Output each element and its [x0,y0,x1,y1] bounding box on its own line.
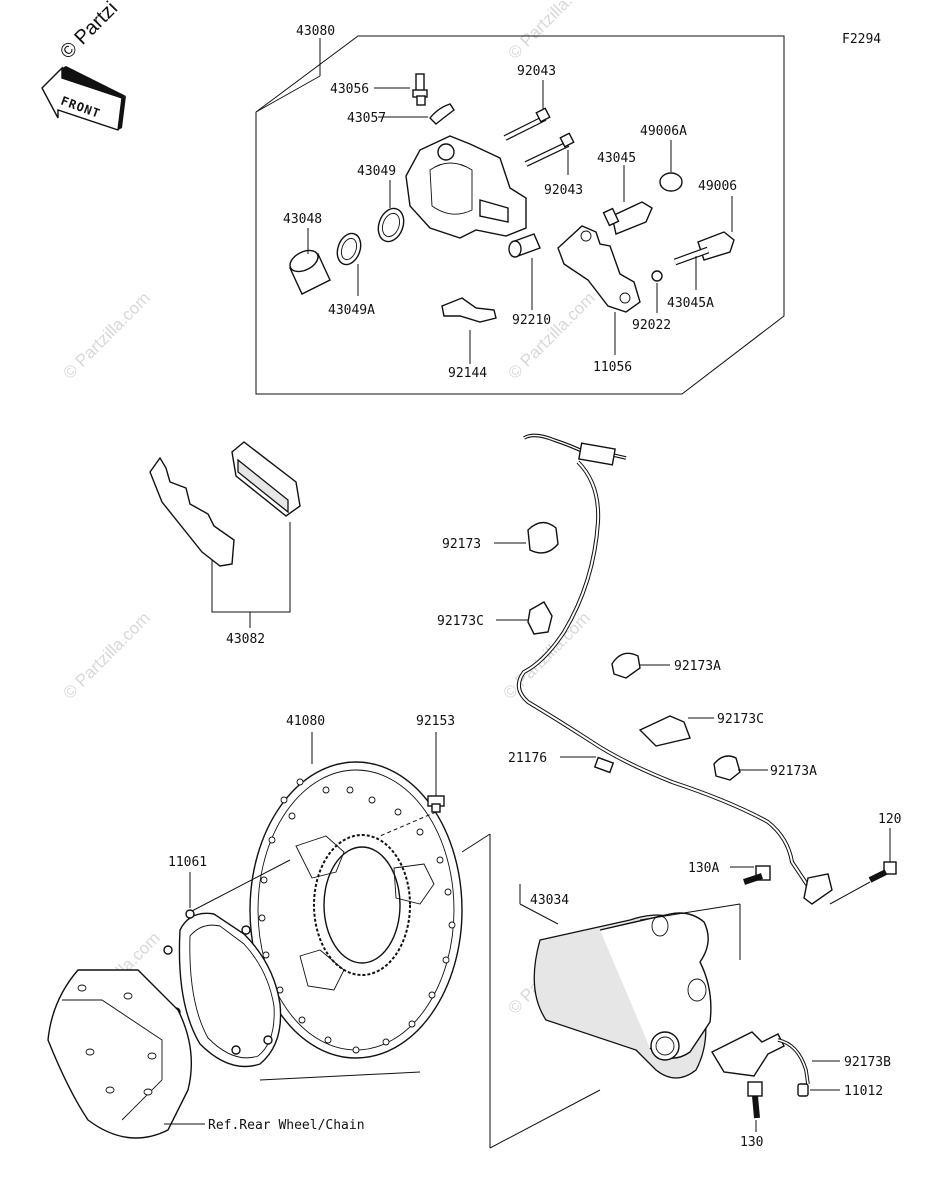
part-label-11056: 11056 [593,360,632,375]
part-label-21176: 21176 [508,751,547,766]
slide-pin-lower [524,132,575,175]
o-ring [651,270,663,313]
disc-bolt [379,732,445,837]
part-label-43049: 43049 [357,164,396,179]
part-label-92043: 92043 [517,64,556,79]
clamp-92173c-upper [496,601,553,635]
watermark: © Partzilla.com [59,288,153,382]
part-label-49006: 49006 [698,179,737,194]
watermark: © Partzilla.com [504,288,598,382]
part-label-49006a: 49006A [640,124,687,139]
part-label-120: 120 [878,812,901,827]
caliper-bracket [557,225,641,355]
part-label-11061: 11061 [168,855,207,870]
part-label-92173a: 92173A [674,659,721,674]
dust-seal [336,232,362,296]
part-label-11012: 11012 [844,1084,883,1099]
part-label-130a: 130A [688,861,719,876]
part-label-130: 130 [740,1135,763,1150]
part-label-41080: 41080 [286,714,325,729]
brake-disc [249,732,463,1059]
piston-seal [377,180,405,243]
hub-projection-box [189,833,601,1149]
watermark-corner: © Partzi [56,0,122,64]
bolt-130a [730,865,771,885]
bolt-120 [829,828,897,905]
part-label-43045: 43045 [597,151,636,166]
part-label-43049a: 43049A [328,303,375,318]
clamp-92173c-lower [638,715,714,747]
part-label-92173: 92173 [442,537,481,552]
part-label-92210: 92210 [512,313,551,328]
part-labels: 43080 43056 92043 43057 49006A 43045 430… [168,24,901,1150]
caliper-assembly-box [255,35,785,395]
part-label-43082: 43082 [226,632,265,647]
part-label-92173b: 92173B [844,1055,891,1070]
bleeder-valve [374,73,428,106]
hose-bracket [711,1031,840,1085]
cap [797,1083,840,1097]
holder-pin [602,165,653,235]
part-label-43080: 43080 [296,24,335,39]
clamps [494,521,768,781]
clamp-92173a-upper [611,652,670,679]
diagram-code: F2294 [842,32,881,47]
disc-holes [258,778,456,1054]
clamp-92173 [494,521,559,554]
part-label-92022: 92022 [632,318,671,333]
abs-sensor-harness [516,433,833,905]
wheel-hub [47,969,205,1139]
part-label-92144: 92144 [448,366,487,381]
bleeder-cap [378,103,455,125]
part-label-43045a: 43045A [667,296,714,311]
part-label-92043: 92043 [544,183,583,198]
watermark: © Partzilla.com [504,0,598,63]
watermark: © Partzilla.com [59,608,153,702]
rear-caliper-bracket [519,884,741,1079]
front-arrow-icon: FRONT [41,66,126,131]
part-label-43056: 43056 [330,82,369,97]
part-label-92173c: 92173C [437,614,484,629]
caliper-piston [289,228,331,295]
pin-boot-a [659,140,683,192]
part-label-43048: 43048 [283,212,322,227]
holder-pin-a [673,246,710,290]
part-label-92173a: 92173A [770,764,817,779]
part-label-43057: 43057 [347,111,386,126]
bushing [508,233,541,310]
part-label-43034: 43034 [530,893,569,908]
clamp-92173a-lower [713,755,768,781]
part-label-92173c: 92173C [717,712,764,727]
caliper-body [405,135,527,239]
slide-pin-upper [503,80,551,141]
pad-spring [441,297,497,364]
ref-rear-wheel-label: Ref.Rear Wheel/Chain [208,1118,365,1133]
bolt-130 [747,1081,763,1132]
caliper-parts [289,73,735,364]
brake-pads [149,441,301,628]
part-label-92153: 92153 [416,714,455,729]
